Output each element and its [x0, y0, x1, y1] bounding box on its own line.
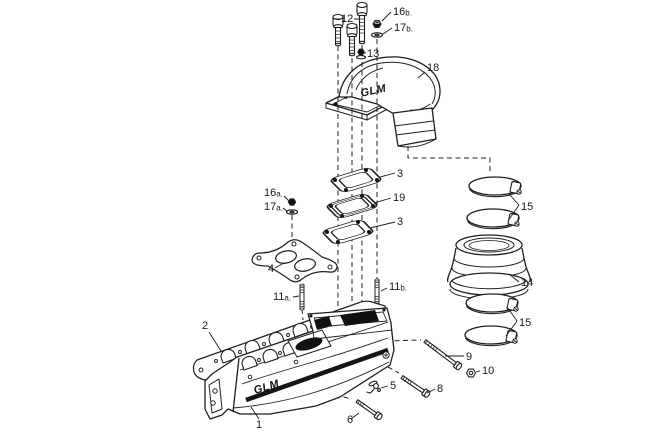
hose-clamp-15-2 [466, 208, 520, 230]
callout-11a: 11a. [273, 291, 291, 303]
callout-5: 5 [390, 380, 396, 392]
callout-13: 13 [367, 48, 379, 60]
callout-11b: 11b. [389, 281, 407, 293]
elbow-outlet [392, 107, 437, 148]
drain-cock-5 [366, 380, 381, 394]
exhaust-hose-14 [446, 234, 532, 300]
stud-11b [374, 278, 380, 306]
bolt-12-c [356, 1, 368, 45]
carb-base-gasket-4 [251, 239, 338, 283]
callout-labels: 12 16b. 17b. 13 18 3 19 3 16a. 17a. 4 11… [202, 6, 533, 431]
gasket-3-upper [327, 165, 385, 195]
riser-mount [309, 308, 393, 340]
exhaust-elbow: GLM [325, 56, 441, 148]
locknut-16a [287, 198, 297, 206]
callout-2: 2 [202, 320, 208, 332]
mounting-hardware [355, 338, 477, 421]
manifold-center-opening [295, 337, 323, 351]
restrictor-plate-19 [323, 191, 381, 221]
stud-11a [299, 283, 305, 311]
riser-gasket-stack [319, 165, 385, 247]
callout-4: 4 [268, 263, 274, 275]
callout-16b: 16b. [393, 6, 412, 18]
bolt-9 [423, 338, 463, 371]
callout-10: 10 [482, 365, 494, 377]
callout-3-lower: 3 [397, 216, 403, 228]
nut-13 [357, 48, 365, 56]
callout-14: 14 [521, 277, 533, 289]
callout-8: 8 [437, 383, 443, 395]
bolt-8 [400, 374, 431, 398]
callout-19: 19 [393, 192, 405, 204]
callout-17a: 17a. [264, 201, 283, 213]
hose-clamp-15-1 [468, 176, 522, 198]
exhaust-manifold: GLM [204, 307, 395, 420]
manifold-shadow-stripe [245, 347, 389, 403]
callout-12: 12 [341, 13, 353, 25]
callout-9: 9 [466, 351, 472, 363]
hose-clamp-15-4 [464, 325, 518, 347]
callout-16a: 16a. [264, 187, 283, 199]
callout-15-upper: 15 [521, 201, 533, 213]
callout-15-lower: 15 [519, 317, 531, 329]
bolt-12-b [346, 22, 358, 57]
callout-18: 18 [427, 62, 439, 74]
washer-13 [355, 55, 367, 60]
callout-1: 1 [256, 419, 262, 431]
elbow-mounting-bolts [332, 1, 384, 60]
callout-leaders [208, 11, 520, 420]
gasket-3-lower [319, 217, 377, 247]
callout-6: 6 [347, 414, 353, 426]
callout-3-upper: 3 [397, 168, 403, 180]
elbow-brand-logo: GLM [359, 82, 387, 99]
hose-clamp-15-3 [465, 293, 519, 315]
stud-hardware-a [285, 198, 299, 215]
callout-17b: 17b. [394, 22, 413, 34]
hose-and-clamps [446, 176, 532, 347]
bolt-6 [355, 399, 383, 421]
nut-10 [465, 368, 477, 378]
